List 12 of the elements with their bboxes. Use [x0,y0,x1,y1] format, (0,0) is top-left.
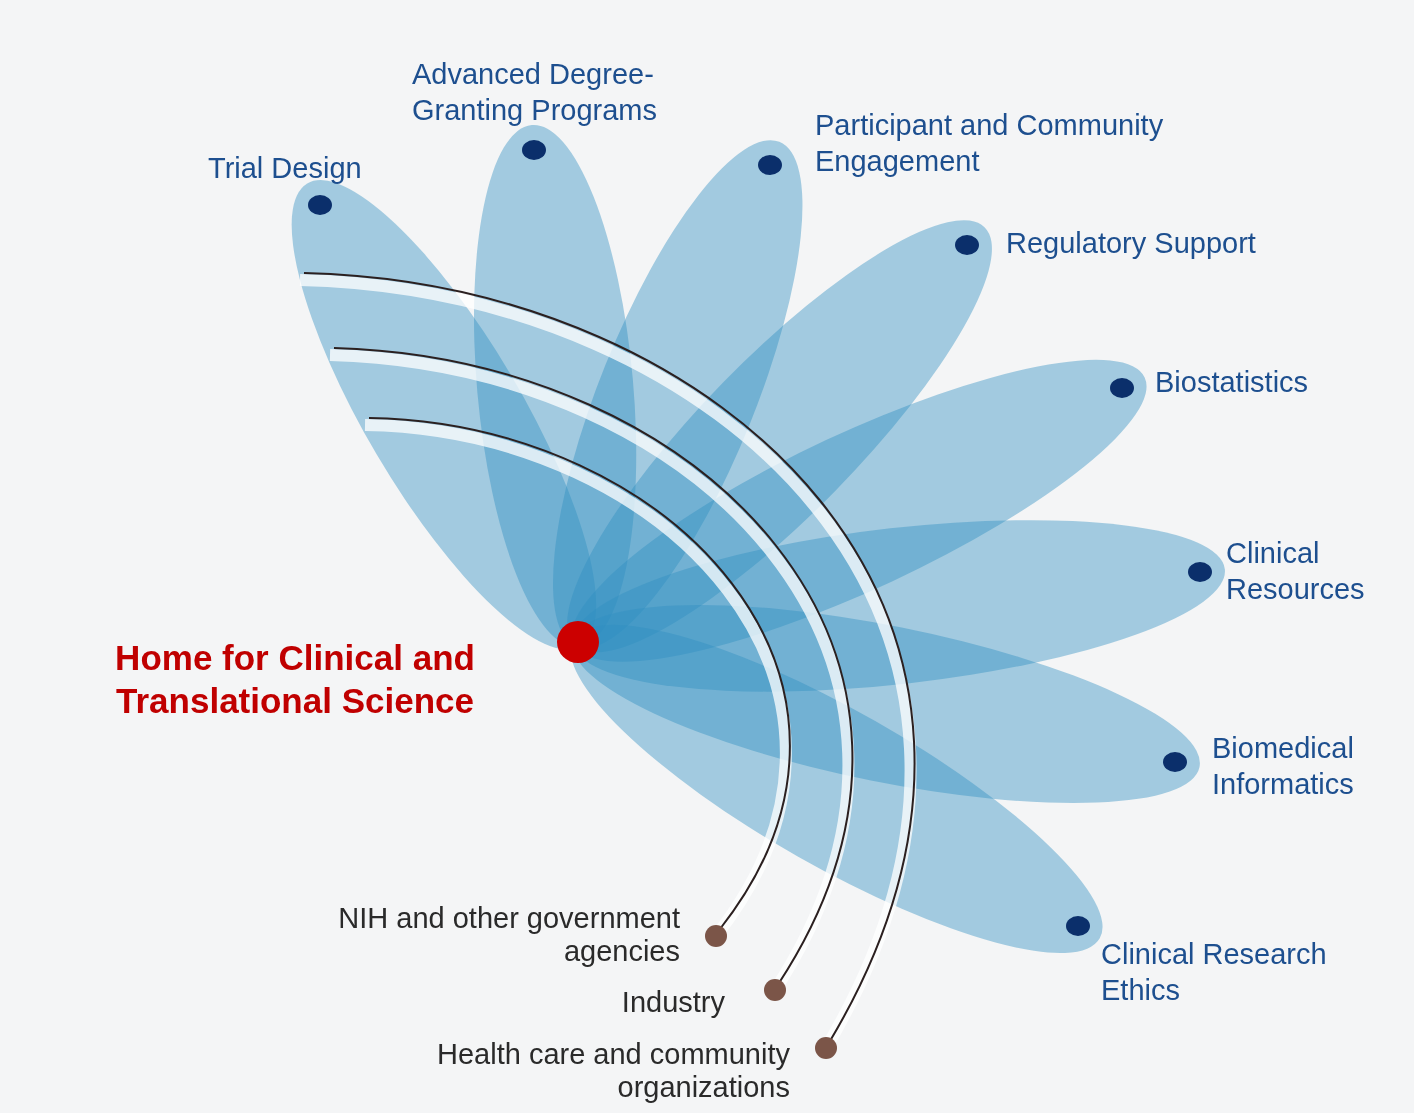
petal-label: Clinical Research Ethics [1101,937,1328,1008]
petal-label: Advanced Degree- Granting Programs [412,57,658,128]
petal-label: Trial Design [208,151,363,186]
petal-label: Biomedical Informatics [1212,731,1355,802]
petal-label: Clinical Resources [1226,536,1366,607]
funding-label: Health care and community organizations [436,1038,790,1104]
petal-label: Regulatory Support [1006,226,1257,261]
petal-label: Participant and Community Engagement [815,108,1165,179]
center-title: Home for Clinical and Translational Science [114,637,476,722]
petal-label: Biostatistics [1155,365,1310,400]
funding-label: Industry [620,986,725,1019]
funding-label: NIH and other government agencies [337,902,680,968]
